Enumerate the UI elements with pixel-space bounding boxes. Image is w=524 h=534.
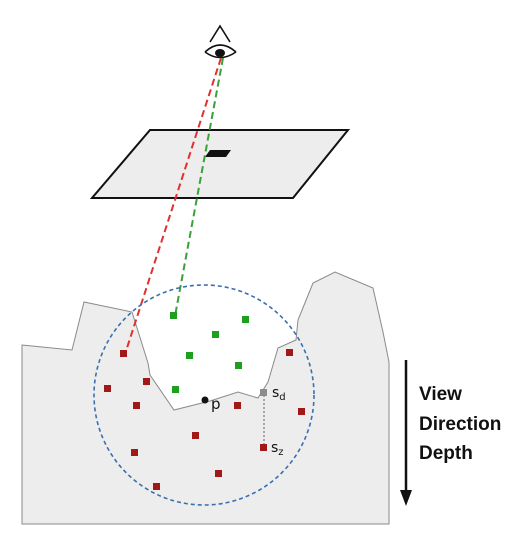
sample-z-subscript: z	[278, 447, 283, 458]
point-p	[201, 396, 209, 404]
view-direction-label-line3: Depth	[419, 443, 473, 464]
occluded-sample	[215, 470, 222, 477]
sampling-sphere	[93, 284, 315, 506]
visible-sample	[172, 386, 179, 393]
projected-pixel	[205, 150, 231, 157]
view-direction-arrow	[400, 360, 412, 506]
visible-sample	[170, 312, 177, 319]
occluded-ray	[125, 57, 222, 352]
occluded-sample	[143, 378, 150, 385]
occluded-sample	[234, 402, 241, 409]
scene-geometry	[21, 271, 390, 525]
occluded-samples	[104, 349, 305, 490]
sample-z-label: sz	[271, 440, 284, 458]
occluded-sample	[153, 483, 160, 490]
view-direction-label-line2: Direction	[419, 414, 501, 435]
image-plane	[89, 129, 351, 199]
visible-samples	[170, 312, 249, 393]
occluded-sample	[133, 402, 140, 409]
occluded-sample	[298, 408, 305, 415]
depth-sample	[260, 389, 267, 396]
occluded-sample	[286, 349, 293, 356]
sample-d-subscript: d	[279, 392, 285, 403]
eye-icon	[204, 24, 237, 59]
point-p-label: p	[211, 395, 221, 413]
visible-sample	[186, 352, 193, 359]
visible-sample	[235, 362, 242, 369]
occluded-sample	[260, 444, 267, 451]
sample-d-label: sd	[272, 385, 286, 403]
occluded-sample	[120, 350, 127, 357]
sample-d-letter: s	[272, 385, 279, 401]
view-direction-label-line1: View	[419, 384, 462, 405]
visible-sample	[242, 316, 249, 323]
visible-sample	[212, 331, 219, 338]
occluded-sample	[131, 449, 138, 456]
occluded-sample	[104, 385, 111, 392]
occluded-sample	[192, 432, 199, 439]
sample-z-letter: s	[271, 440, 278, 456]
